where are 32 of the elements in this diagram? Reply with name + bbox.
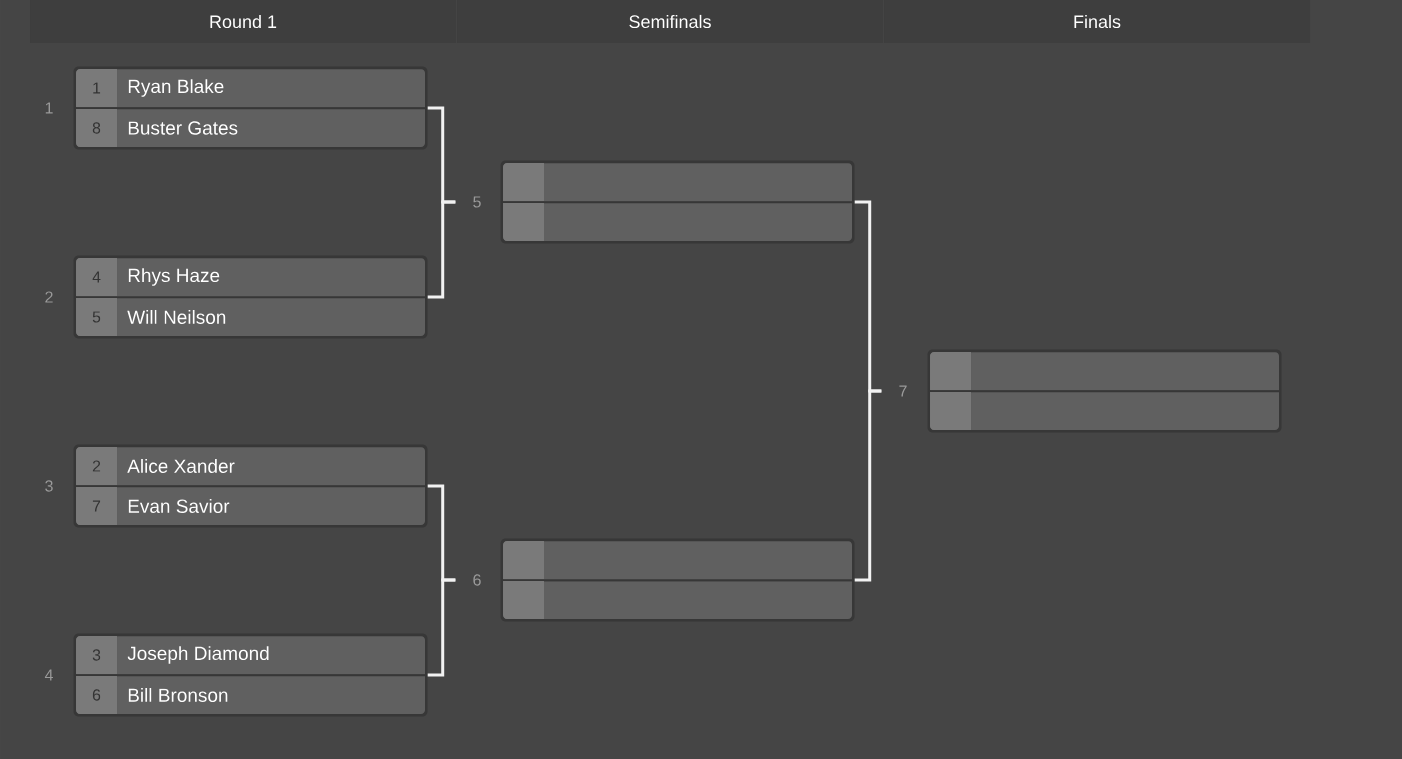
player-name: Ryan Blake: [128, 79, 224, 97]
match-number: 3: [45, 480, 53, 492]
player-name: Buster Gates: [128, 121, 238, 135]
column-header: Round 1: [30, 0, 456, 43]
node-label: Finals: [1074, 14, 1121, 29]
seed-cell: 8: [76, 109, 117, 147]
player-name: Joseph Diamond: [127, 646, 269, 664]
match-number: 7: [899, 385, 907, 397]
column-header: Semifinals: [457, 0, 883, 43]
match-number: 5: [473, 196, 481, 208]
seed-cell: 4: [76, 258, 117, 296]
bracket-line: [854, 389, 882, 582]
seed-cell: 7: [76, 487, 117, 525]
bracket-line: [427, 578, 456, 677]
seed-cell: 6: [76, 676, 117, 714]
column-header: Finals: [884, 0, 1310, 43]
seed-cell: 3: [76, 636, 117, 674]
match-number: 6: [473, 574, 481, 586]
player-name: Rhys Haze: [128, 268, 220, 286]
player-name: Bill Bronson: [128, 688, 228, 702]
player-name: Alice Xander: [127, 459, 235, 473]
node-label: Round 1: [210, 14, 277, 29]
seed-cell: 5: [76, 298, 117, 336]
match-number: 4: [44, 669, 53, 681]
match-number: 1: [45, 102, 53, 114]
match-number: 2: [45, 291, 53, 303]
player-name: Evan Savior: [128, 499, 230, 513]
seed-cell: 1: [76, 69, 117, 107]
bracket-line: [427, 200, 456, 299]
seed-cell: 2: [76, 447, 117, 485]
player-name: Will Neilson: [127, 310, 226, 324]
node-label: Semifinals: [629, 14, 711, 29]
